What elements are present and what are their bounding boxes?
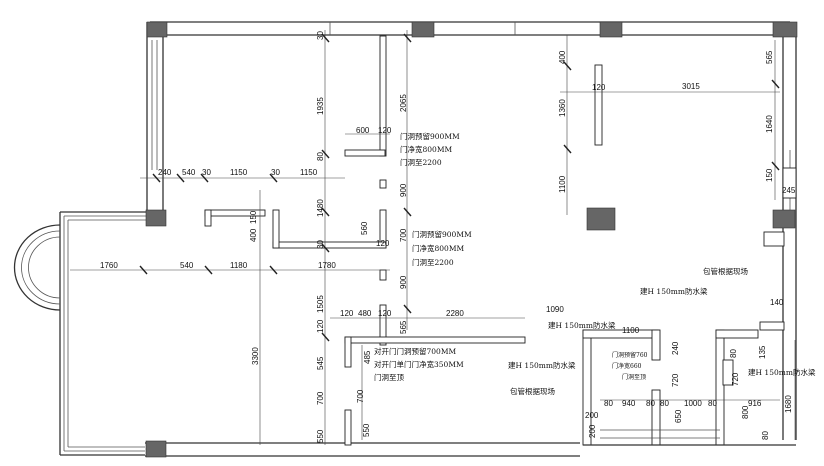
dim-1150: 1150 <box>300 168 318 177</box>
dim-2065: 2065 <box>399 94 408 112</box>
dim-245: 245 <box>782 186 796 195</box>
dim-600: 600 <box>356 126 370 135</box>
dim-80: 80 <box>316 152 325 161</box>
dim-3300: 3300 <box>251 347 260 365</box>
dim-120: 120 <box>378 309 392 318</box>
dim-565: 565 <box>399 320 408 334</box>
dim-120: 120 <box>592 83 606 92</box>
dim-1100: 1100 <box>558 175 567 193</box>
dim-30: 30 <box>316 240 325 249</box>
beam-note-2: 建H 150mm防水梁 <box>508 360 576 370</box>
dim-400: 400 <box>558 50 567 64</box>
bath-note-line1: 门洞预留760 <box>612 351 648 359</box>
dim-80: 80 <box>761 431 770 440</box>
dim-3015: 3015 <box>682 82 700 91</box>
dim-240: 240 <box>158 168 172 177</box>
bath-note-line3: 门洞至顶 <box>622 373 646 381</box>
dim-1680: 1680 <box>784 395 793 413</box>
door-note-1-line3: 门洞至2200 <box>400 158 442 167</box>
outer-walls <box>13 21 797 457</box>
dim-80: 80 <box>604 399 613 408</box>
dim-200: 200 <box>585 411 599 420</box>
dim-2280: 2280 <box>446 309 464 318</box>
door-note-2-line2: 门净宽800MM <box>412 243 464 253</box>
dim-560: 560 <box>360 221 369 235</box>
dim-550: 550 <box>316 429 325 443</box>
dim-900: 900 <box>399 275 408 289</box>
dim-720: 720 <box>671 373 680 387</box>
dim-650: 650 <box>674 409 683 423</box>
beam-note-1: 建H 150mm防水梁 <box>548 320 616 330</box>
dim-150: 150 <box>765 168 774 182</box>
door-note-1-line2: 门净宽800MM <box>400 144 452 154</box>
dim-480: 480 <box>358 309 372 318</box>
dim-940: 940 <box>622 399 636 408</box>
dim-30: 30 <box>316 31 325 40</box>
dim-1090: 1090 <box>546 305 564 314</box>
dim-400: 400 <box>249 228 258 242</box>
dim-30: 30 <box>271 168 280 177</box>
dim-80: 80 <box>646 399 655 408</box>
dim-545: 545 <box>316 356 325 370</box>
door-note-1-line1: 门洞预留900MM <box>400 131 460 141</box>
dim-1760: 1760 <box>100 261 118 270</box>
dim-120: 120 <box>340 309 354 318</box>
door-note-3-line1: 对开门门洞预留700MM <box>374 346 456 356</box>
dim-1150: 1150 <box>230 168 248 177</box>
dim-1180: 1180 <box>230 261 248 270</box>
dim-1100: 1100 <box>622 326 640 335</box>
dim-540: 540 <box>182 168 196 177</box>
beam-note-3: 建H 150mm防水梁 <box>640 286 708 296</box>
dim-1000: 1000 <box>684 399 702 408</box>
dim-80: 80 <box>660 399 669 408</box>
annotations: 门洞预留900MM 门净宽800MM 门洞至2200 门洞预留900MM 门净宽… <box>374 131 816 396</box>
dim-700: 700 <box>399 228 408 242</box>
dimension-labels: 240 540 30 1150 30 1150 1760 540 1180 17… <box>100 31 796 443</box>
dim-916: 916 <box>748 399 762 408</box>
dim-700: 700 <box>356 389 365 403</box>
dim-1480: 1480 <box>316 199 325 217</box>
dim-1780: 1780 <box>318 261 336 270</box>
dim-140: 140 <box>770 298 784 307</box>
dim-720: 720 <box>731 372 740 386</box>
dim-550: 550 <box>362 423 371 437</box>
dimension-lines <box>70 30 796 445</box>
dim-1360: 1360 <box>558 99 567 117</box>
door-note-3-line2: 对开门单门门净宽350MM <box>374 359 464 369</box>
dim-120: 120 <box>376 239 390 248</box>
door-note-3-line3: 门洞至顶 <box>374 373 404 382</box>
dim-200: 200 <box>588 424 597 438</box>
door-note-2-line1: 门洞预留900MM <box>412 229 472 239</box>
pipe-note-2: 包管根据现场 <box>510 386 555 396</box>
dim-240: 240 <box>671 341 680 355</box>
dim-30: 30 <box>202 168 211 177</box>
dim-1505: 1505 <box>316 295 325 313</box>
pipe-note-1: 包管根据现场 <box>703 266 748 276</box>
dim-485: 485 <box>363 350 372 364</box>
dim-150: 150 <box>249 210 258 224</box>
beam-note-4: 建H 150mm防水梁 <box>748 367 816 377</box>
dim-80: 80 <box>708 399 717 408</box>
dim-1640: 1640 <box>765 115 774 133</box>
dim-900: 900 <box>399 183 408 197</box>
bath-note-line2: 门净宽660 <box>612 362 642 370</box>
dim-540: 540 <box>180 261 194 270</box>
dim-135: 135 <box>758 345 767 359</box>
dim-1935: 1935 <box>316 97 325 115</box>
dim-565: 565 <box>765 50 774 64</box>
door-note-2-line3: 门洞至2200 <box>412 258 454 267</box>
dim-120: 120 <box>378 126 392 135</box>
dim-800: 800 <box>741 405 750 419</box>
dim-700: 700 <box>316 391 325 405</box>
dim-80: 80 <box>729 349 738 358</box>
structural-columns <box>145 21 798 458</box>
dim-120: 120 <box>316 319 325 333</box>
interior-partitions <box>204 35 796 446</box>
